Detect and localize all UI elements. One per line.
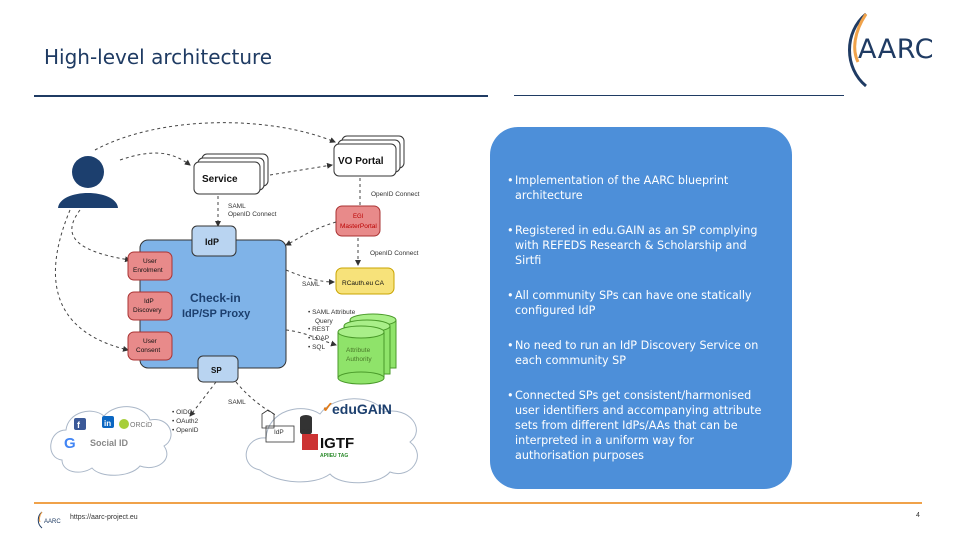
google-icon: G bbox=[64, 435, 76, 452]
logo-text: AARC bbox=[858, 34, 934, 65]
sp-box bbox=[197, 355, 239, 383]
orcid-icon bbox=[119, 419, 129, 429]
svg-text:Query: Query bbox=[315, 318, 333, 325]
svg-text:EGI: EGI bbox=[353, 214, 364, 220]
idp-discovery-box: IdP Discovery bbox=[127, 291, 173, 321]
bullet-item: Implementation of the AARC blueprint arc… bbox=[507, 173, 769, 203]
service-box: Service bbox=[193, 153, 269, 195]
bullet-item: Connected SPs get consistent/harmonised … bbox=[507, 388, 769, 463]
svg-text:RCauth.eu CA: RCauth.eu CA bbox=[342, 280, 385, 287]
svg-text:AARC: AARC bbox=[44, 519, 61, 525]
svg-text:Authority: Authority bbox=[346, 356, 372, 363]
svg-text:User: User bbox=[143, 258, 158, 265]
vo-portal-box: VO Portal bbox=[333, 135, 405, 177]
footer-aarc-logo: AARC bbox=[37, 511, 61, 529]
vo-portal-label: VO Portal bbox=[338, 156, 384, 167]
user-to-enrolment-arrow bbox=[71, 209, 131, 263]
bullet-item: Registered in edu.GAIN as an SP complyin… bbox=[507, 223, 769, 268]
edugain-check-icon: ✓ bbox=[322, 399, 334, 415]
egi-masterportal-box: EGI MasterPortal bbox=[335, 205, 381, 237]
aarc-logo bbox=[848, 12, 868, 88]
user-to-voportal-arrow bbox=[94, 122, 336, 151]
svg-text:APIIEU TAG: APIIEU TAG bbox=[320, 453, 348, 459]
checkin-label-2: IdP/SP Proxy bbox=[182, 308, 251, 320]
bullet-item: No need to run an IdP Discovery Service … bbox=[507, 338, 769, 368]
label-oidc: OpenID Connect bbox=[228, 211, 277, 218]
svg-text:Discovery: Discovery bbox=[133, 307, 162, 314]
user-to-consent-arrow bbox=[54, 209, 129, 352]
edugain-cloud: IdP ✓ eduGAIN IGTF APIIEU TAG bbox=[245, 398, 418, 484]
user-enrolment-box: User Enrolment bbox=[127, 251, 173, 281]
label-saml: SAML bbox=[228, 203, 246, 210]
svg-text:Enrolment: Enrolment bbox=[133, 267, 163, 274]
idp-label: IdP bbox=[205, 237, 219, 247]
svg-text:User: User bbox=[143, 338, 158, 345]
svg-text:f: f bbox=[77, 420, 81, 430]
checkin-label-1: Check-in bbox=[190, 291, 241, 305]
idp-box bbox=[191, 225, 237, 257]
footer-url[interactable]: https://aarc-project.eu bbox=[70, 514, 138, 521]
user-consent-box: User Consent bbox=[127, 331, 173, 361]
svg-text:• REST: • REST bbox=[308, 326, 329, 333]
label-saml-bottom: SAML bbox=[228, 399, 246, 406]
svg-text:eduGAIN: eduGAIN bbox=[332, 401, 392, 417]
footer-divider bbox=[34, 502, 922, 504]
label-saml-ca: SAML bbox=[302, 281, 320, 288]
svg-text:IdP: IdP bbox=[144, 298, 154, 305]
service-label: Service bbox=[202, 174, 238, 185]
svg-text:ORCiD: ORCiD bbox=[130, 422, 152, 429]
social-protocol-list: • OIDC • OAuth2 • OpenID bbox=[172, 409, 199, 434]
slide-title: High-level architecture bbox=[44, 45, 273, 69]
linkedin-icon bbox=[102, 416, 114, 428]
svg-text:• SAML Attribute: • SAML Attribute bbox=[308, 309, 356, 316]
rcauth-ca-box: RCauth.eu CA bbox=[335, 267, 395, 295]
architecture-diagram: Service VO Portal OpenID Connect SAML Op… bbox=[50, 122, 420, 484]
svg-text:IGTF: IGTF bbox=[320, 435, 354, 452]
svg-text:• OIDC: • OIDC bbox=[172, 409, 193, 416]
svg-text:Social ID: Social ID bbox=[90, 438, 129, 448]
bullet-item: All community SPs can have one staticall… bbox=[507, 288, 769, 318]
svg-text:MasterPortal: MasterPortal bbox=[340, 223, 377, 230]
svg-text:• OAuth2: • OAuth2 bbox=[172, 418, 199, 425]
user-to-service-arrow bbox=[119, 152, 191, 166]
title-divider-right bbox=[514, 95, 844, 96]
svg-text:Consent: Consent bbox=[136, 347, 160, 354]
bullet-list: Implementation of the AARC blueprint arc… bbox=[507, 173, 769, 483]
user-icon bbox=[58, 156, 118, 208]
attribute-authority-db: Attribute Authority bbox=[337, 313, 397, 385]
svg-text:• LDAP: • LDAP bbox=[308, 335, 329, 342]
page-number: 4 bbox=[916, 512, 920, 519]
social-id-cloud: f in ORCiD G Social ID bbox=[50, 406, 172, 476]
svg-text:in: in bbox=[104, 419, 111, 428]
label-oidc-vo: OpenID Connect bbox=[371, 191, 420, 198]
svg-text:• OpenID: • OpenID bbox=[172, 427, 199, 434]
svg-text:Attribute: Attribute bbox=[346, 347, 371, 354]
label-oidc-mp: OpenID Connect bbox=[370, 250, 419, 257]
title-divider bbox=[34, 95, 488, 97]
svg-text:• SQL: • SQL bbox=[308, 344, 325, 351]
svg-text:IdP: IdP bbox=[274, 429, 284, 436]
igtf-icon bbox=[302, 434, 318, 450]
sp-label: SP bbox=[211, 366, 222, 375]
attribute-protocol-list: • SAML Attribute Query • REST • LDAP • S… bbox=[308, 309, 356, 351]
facebook-icon bbox=[74, 418, 86, 430]
